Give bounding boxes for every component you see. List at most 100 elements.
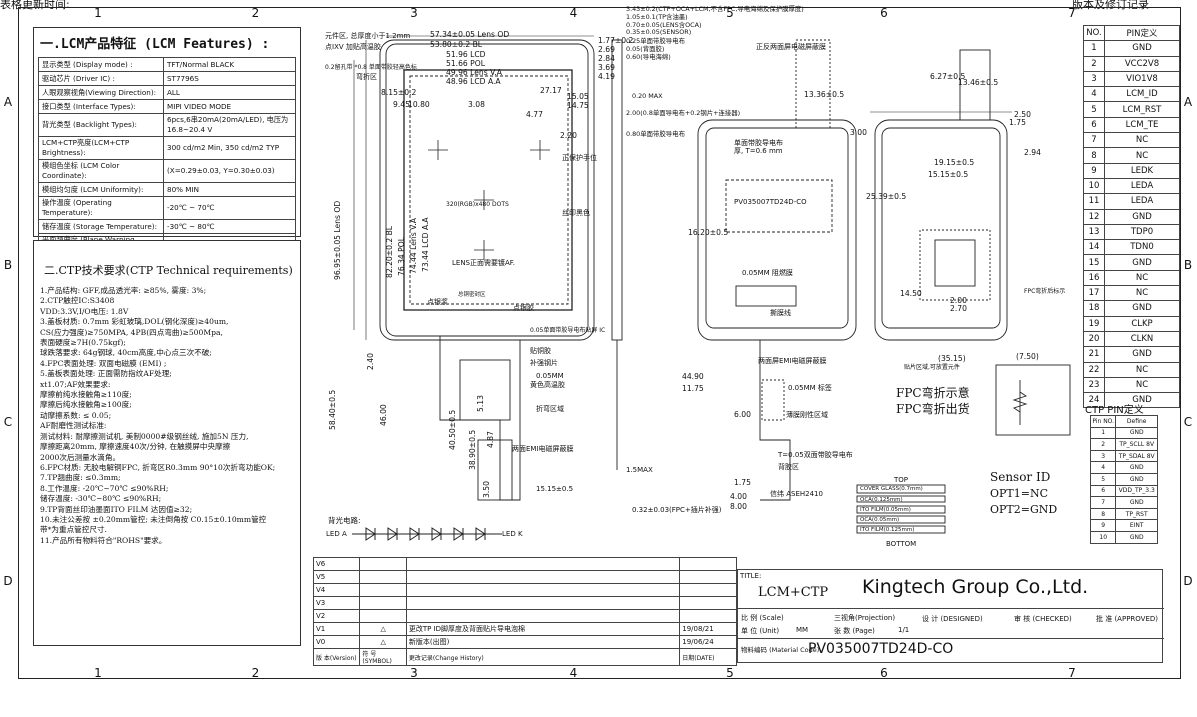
- column-label-bottom: 5: [726, 666, 734, 680]
- side-dimension: 0.70±0.05(LENS含OCA): [626, 21, 702, 29]
- ctp-pin-number: 1: [1089, 426, 1117, 440]
- revision-row: V5: [312, 570, 737, 584]
- dimension-bottom: 4.87: [486, 431, 495, 448]
- checked-label: 审 核 (CHECKED): [1014, 615, 1072, 623]
- back-view-dimension: 6.00: [734, 410, 751, 419]
- side-dimension: 0.25单面带胶导电布: [626, 37, 685, 45]
- ctp-pin-number: 9: [1089, 519, 1117, 532]
- backlight-title: 背光电路:: [328, 516, 361, 525]
- right-view-dimension: 13.46±0.5: [958, 78, 999, 87]
- dimension-right: 4.19: [598, 72, 615, 81]
- ctp-pin-no-header: Pin NO.: [1089, 415, 1117, 428]
- pin-definition: LCM_TE: [1104, 116, 1180, 134]
- stack-top-label: TOP: [894, 476, 909, 484]
- revision-row: V2: [312, 609, 737, 623]
- pin-definition: LCM_ID: [1104, 86, 1180, 103]
- ctp-requirement-line: 4.FPC表面处理: 双面电磁膜 (EMI) ;: [40, 358, 167, 368]
- pin-definition: VIO1V8: [1104, 70, 1180, 88]
- revision-description: [405, 596, 681, 610]
- ctp-requirements-panel: 二.CTP技术要求(CTP Technical requirements) 1.…: [33, 240, 301, 646]
- lcm-spec-key: 接口类型 (Interface Types):: [38, 99, 164, 114]
- led-diode-symbol: [387, 527, 398, 541]
- dimension-bottom: 5.13: [476, 395, 485, 412]
- revision-symbol: [359, 609, 407, 623]
- side-dimension: 1.05±0.1(TP含油墨): [626, 13, 688, 21]
- ctp-requirement-line: VDD:3.3V,I/O电压: 1.8V: [40, 306, 129, 316]
- ctp-pin-definition: GND: [1115, 472, 1158, 486]
- lcm-spec-value: ALL: [163, 85, 296, 100]
- right-view-label: FPC弯折后标示: [1024, 288, 1066, 295]
- column-label-bottom: 4: [569, 666, 578, 680]
- ctp-requirement-line: 表面硬度≥7H(0.75kgf);: [40, 338, 126, 348]
- right-view-dimension: (35.15): [938, 354, 966, 363]
- pin-number: 11: [1083, 193, 1105, 210]
- right-view-dimension: 14.50: [900, 289, 922, 298]
- led-a-label: LED A: [326, 530, 347, 538]
- label-15max: 1.5MAX: [626, 466, 653, 474]
- header-note-left: 表格更新时间:: [0, 0, 70, 11]
- pin-number: 22: [1083, 361, 1105, 378]
- revision-row: V6: [312, 557, 737, 571]
- revision-symbol: [359, 570, 407, 584]
- row-label-right: D: [1183, 574, 1193, 588]
- dimension-bottom: 58.40±0.5: [328, 389, 337, 430]
- lcm-spec-value: 80% MIN: [163, 182, 296, 197]
- revision-description: [405, 609, 681, 623]
- drawing-frame: [18, 7, 1181, 679]
- right-view-dimension: 2.00: [950, 296, 967, 305]
- ctp-requirement-line: 带*为重点管控尺寸.: [40, 525, 107, 535]
- led-diode-symbol: [409, 527, 420, 541]
- pin-definition: LEDK: [1104, 162, 1180, 179]
- lcm-spec-row: 人眼观察视角(Viewing Direction):ALL: [38, 85, 296, 100]
- label-emi-film: 两面EMI电磁屏蔽膜: [512, 445, 574, 453]
- right-view-dimension: 2.50: [1014, 110, 1031, 119]
- led-diode-symbol: [475, 527, 486, 541]
- pin-definition: NC: [1104, 285, 1180, 302]
- ctp-requirement-line: 6.FPC材质: 无胶电解铜FPC, 折弯区R0.3mm 90°10次折弯功能O…: [40, 462, 276, 472]
- ctp-pin-definition: TP_RST: [1115, 507, 1158, 521]
- ctp-requirement-line: 储存温度: -30℃~80℃ ≤90%RH;: [40, 494, 162, 504]
- projection-label: 三视角(Projection): [834, 614, 896, 622]
- pin-no-header: NO.: [1083, 24, 1105, 42]
- ctp-pin-number: 3: [1089, 449, 1117, 463]
- tb-divider-2: [738, 638, 1164, 639]
- pin-definition: NC: [1104, 376, 1180, 394]
- ctp-pin-number: 8: [1089, 507, 1117, 521]
- fpc-bend-note: FPC弯折示意: [896, 386, 970, 400]
- side-dimension: 2.00(0.8单面导电布+0.2钢片+连接器): [626, 109, 741, 117]
- dimension-small: 4.77: [526, 110, 543, 119]
- back-view-label: 薄膜刚性区域: [786, 411, 828, 419]
- silkscreen-black: 丝印黑色: [562, 209, 590, 217]
- right-view-dimension: 19.15±0.5: [934, 158, 975, 167]
- dimension-horizontal: 57.34±0.05 Lens OD: [430, 30, 510, 39]
- ctp-pin-definition: EINT: [1115, 519, 1158, 532]
- right-view-label: 贴片区域,可放置元件: [904, 364, 960, 371]
- pin-definition: TDN0: [1104, 239, 1180, 256]
- stack-layer-label: OCA(0.05mm): [860, 517, 900, 523]
- column-label-top: 7: [1068, 6, 1076, 20]
- label-conductive-cloth: 0.05单面带胶导电布贴屏 IC: [530, 327, 606, 334]
- revision-date: [679, 609, 737, 623]
- pin-number: 14: [1083, 239, 1105, 256]
- dimension-right: 2.84: [598, 54, 615, 63]
- lcm-spec-value: 300 cd/m2 Min, 350 cd/m2 TYP: [163, 136, 296, 160]
- ctp-requirement-line: 球跌落要求: 64g钢球, 40cm高度,中心点三次不破;: [40, 348, 212, 358]
- pin-definition: CLKP: [1104, 315, 1180, 332]
- revision-symbol: [359, 596, 407, 610]
- back-part-number: PV035007TD24D-CO: [734, 198, 807, 206]
- right-view-dimension: 15.15±0.5: [928, 170, 969, 179]
- column-label-top: 6: [880, 6, 888, 20]
- pin-number: 3: [1083, 70, 1105, 88]
- lcm-spec-row: 驱动芯片 (Driver IC) :ST7796S: [38, 71, 296, 86]
- column-label-top: 2: [251, 6, 260, 20]
- lcm-spec-row: 显示类型 (Display mode) :TFT/Normal BLACK: [38, 57, 296, 72]
- pin-definition: LEDA: [1104, 177, 1180, 195]
- dimension-vertical: 96.95±0.05 Lens OD: [333, 200, 342, 280]
- ctp-requirement-line: 10.未注公差按 ±0.20mm管控; 未注倒角按 C0.15±0.10mm管控: [40, 514, 267, 524]
- dimension-bottom: 46.00: [379, 404, 388, 426]
- sensor-opt1: OPT1=NC: [990, 487, 1049, 500]
